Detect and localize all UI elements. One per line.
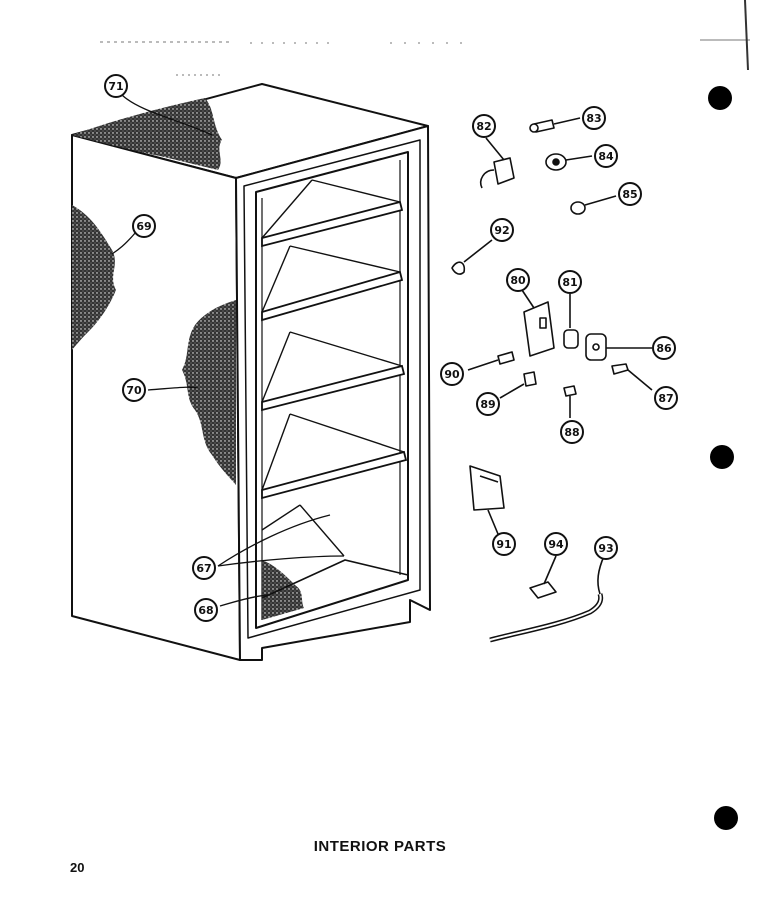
callout-87: 87 — [654, 386, 678, 410]
callout-label: 86 — [656, 342, 672, 355]
callout-label: 91 — [496, 538, 511, 551]
callout-label: 88 — [564, 426, 579, 439]
shelf — [261, 200, 404, 248]
callout-90: 90 — [440, 362, 464, 386]
callout-label: 68 — [198, 604, 213, 617]
part-80-bracket — [521, 289, 555, 357]
callout-84: 84 — [594, 144, 618, 168]
binder-hole — [708, 86, 732, 110]
callout-91: 91 — [492, 532, 516, 556]
cabinet-leaders — [111, 94, 345, 607]
shelf — [261, 270, 404, 322]
scan-artifacts — [100, 0, 750, 76]
callout-label: 82 — [476, 120, 491, 133]
callout-68: 68 — [194, 598, 218, 622]
callout-92: 92 — [490, 218, 514, 242]
part-92-clip — [451, 239, 493, 275]
callout-label: 94 — [548, 538, 564, 551]
callout-67: 67 — [192, 556, 216, 580]
callout-label: 84 — [598, 150, 614, 163]
callout-label: 71 — [108, 80, 123, 93]
callout-89: 89 — [476, 392, 500, 416]
page-title: INTERIOR PARTS — [313, 838, 447, 855]
callout-80: 80 — [506, 268, 530, 292]
callout-82: 82 — [472, 114, 496, 138]
shelf — [261, 364, 406, 412]
callout-88: 88 — [560, 420, 584, 444]
part-87-screw — [611, 363, 653, 391]
part-82-latch — [479, 137, 515, 189]
insulation-left — [72, 205, 116, 350]
part-88-screw — [563, 385, 577, 418]
callout-71: 71 — [104, 74, 128, 98]
part-89-clip — [499, 371, 537, 399]
insulation-top — [72, 98, 222, 170]
callout-86: 86 — [652, 336, 676, 360]
part-84-washer — [545, 153, 593, 171]
shelf — [261, 450, 408, 500]
callout-94: 94 — [544, 532, 568, 556]
shelves — [261, 179, 409, 599]
callout-label: 67 — [196, 562, 211, 575]
callout-81: 81 — [558, 270, 582, 294]
callout-label: 85 — [622, 188, 637, 201]
insulation — [72, 98, 304, 620]
callout-label: 69 — [136, 220, 151, 233]
insulation-bottom — [262, 560, 304, 620]
insulation-side — [182, 300, 236, 485]
callout-label: 89 — [480, 398, 495, 411]
callout-label: 80 — [510, 274, 526, 287]
callout-83: 83 — [582, 106, 606, 130]
callout-label: 83 — [586, 112, 601, 125]
part-86-hinge — [585, 333, 652, 361]
callout-label: 87 — [658, 392, 673, 405]
part-90-screw — [467, 351, 515, 371]
part-93-wire — [489, 555, 605, 643]
callout-93: 93 — [594, 536, 618, 560]
part-85-nut — [570, 195, 617, 215]
binder-hole — [710, 445, 734, 469]
callout-70: 70 — [122, 378, 146, 402]
callout-label: 92 — [494, 224, 509, 237]
cabinet-liner — [243, 139, 421, 639]
callout-label: 70 — [126, 384, 142, 397]
parts — [451, 117, 653, 643]
page-number: 20 — [70, 860, 85, 875]
callout-85: 85 — [618, 182, 642, 206]
callout-label: 90 — [444, 368, 460, 381]
callout-label: 93 — [598, 542, 613, 555]
part-81-spacer — [563, 294, 579, 349]
binder-holes — [708, 86, 738, 830]
binder-hole — [714, 806, 738, 830]
callout-label: 81 — [562, 276, 577, 289]
part-91-plate — [469, 465, 505, 535]
part-83-screw — [529, 117, 581, 133]
callout-layer: 71 69 70 67 68 82 83 84 85 92 80 81 86 87 90 89 88 91 94 93 — [104, 74, 678, 622]
part-94-clamp — [529, 555, 557, 599]
callout-69: 69 — [132, 214, 156, 238]
